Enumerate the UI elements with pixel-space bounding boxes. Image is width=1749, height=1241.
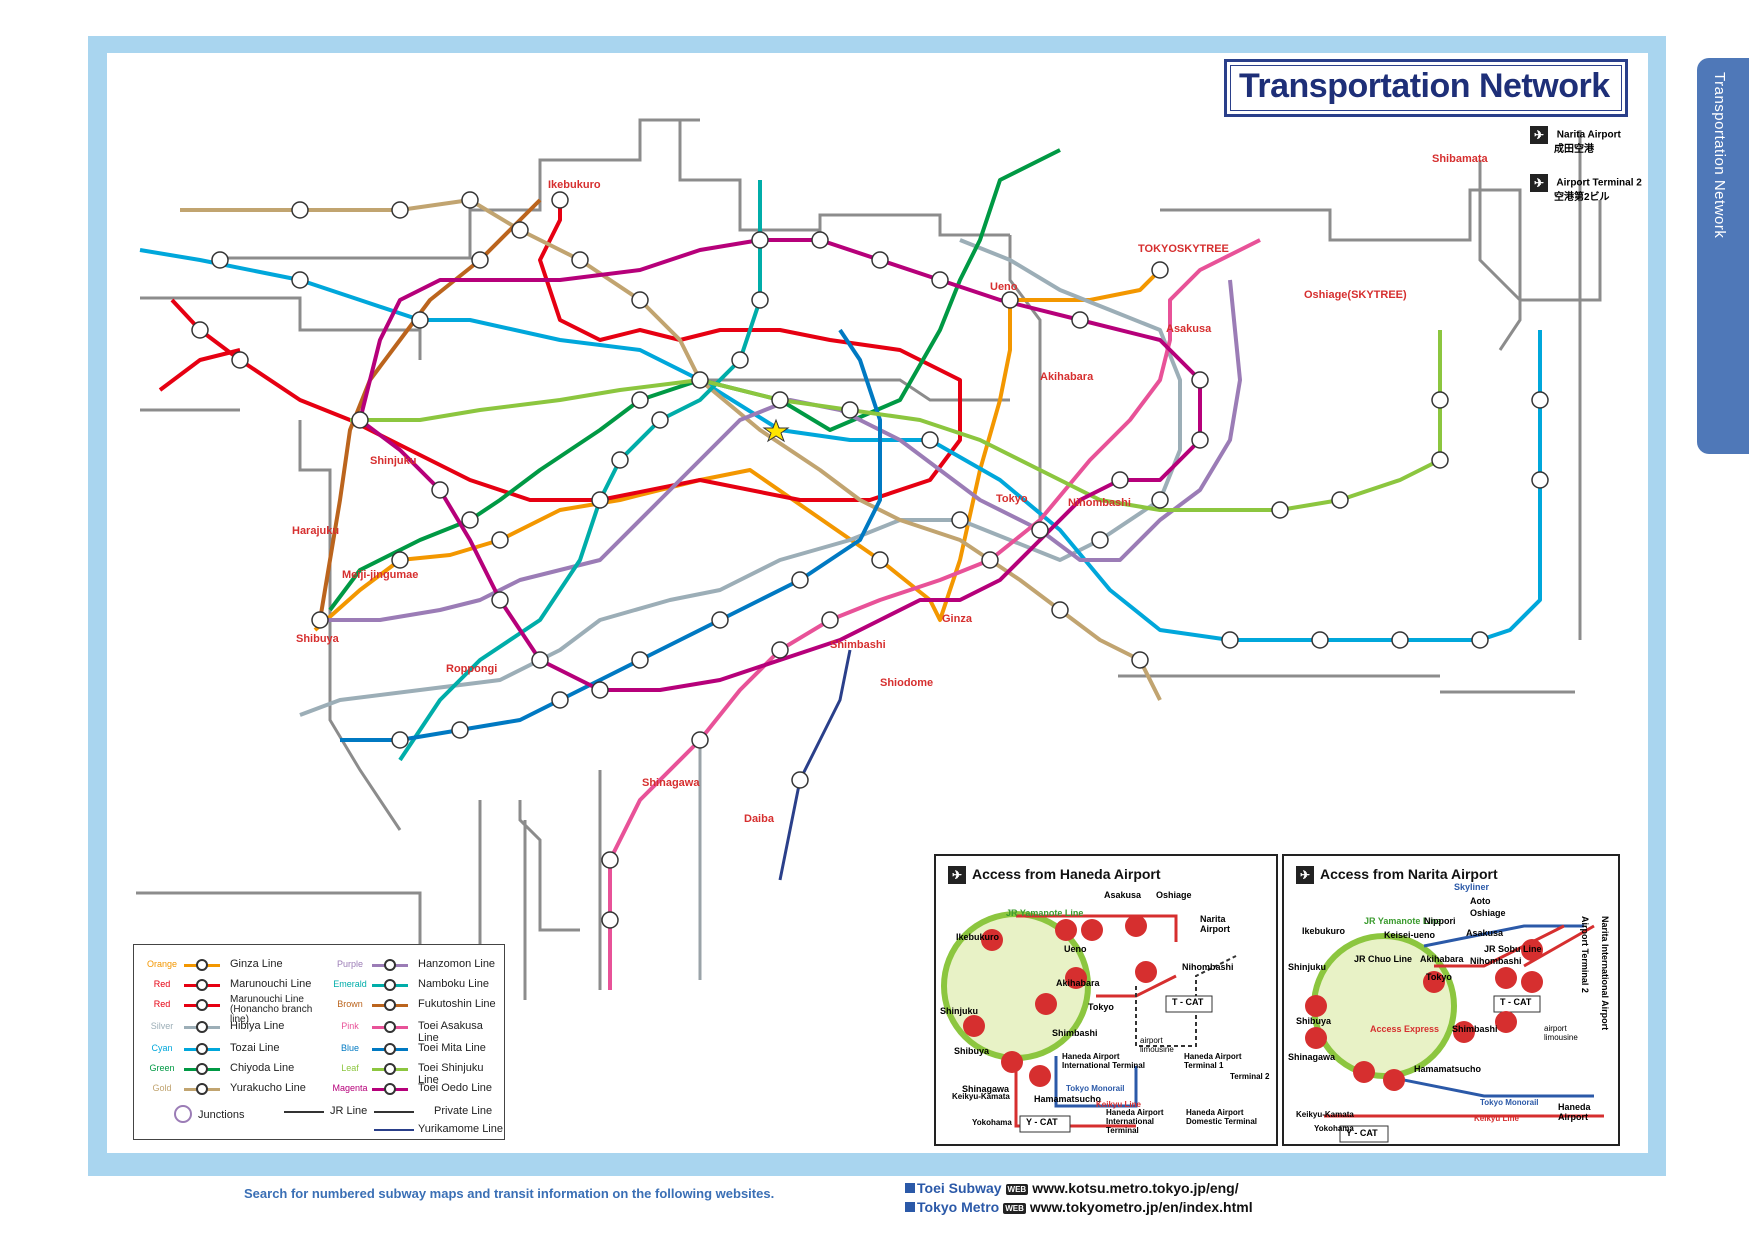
haneda-access-panel: ✈ Access from Haneda Airport JR Yamanote … — [934, 854, 1278, 1146]
label-oshiage: Oshiage(SKYTREE) — [1304, 289, 1407, 301]
label-harajuku: Harajuku — [292, 525, 339, 537]
page-title: Transportation Network — [1239, 67, 1610, 105]
plane-icon: ✈ — [948, 866, 966, 885]
stations — [191, 191, 1549, 929]
haneda-ring-label: JR Yamanote Line — [1006, 908, 1084, 918]
legend-chiyoda: Chiyoda Line — [230, 1062, 295, 1074]
plane-icon: ✈ — [1296, 866, 1314, 885]
label-ginza: Ginza — [942, 613, 973, 625]
label-daiba: Daiba — [744, 813, 775, 825]
plane-icon: ✈ — [1530, 174, 1548, 192]
legend-junctions: Junctions — [198, 1109, 245, 1121]
label-asakusa: Asakusa — [1166, 323, 1212, 335]
current-location-star-icon — [762, 418, 790, 443]
line-toei-shinjuku — [350, 330, 1442, 512]
legend-fukutoshin: Fukutoshin Line — [418, 998, 496, 1010]
footer-text: Search for numbered subway maps and tran… — [244, 1186, 775, 1201]
legend-jr-line: JR Line — [330, 1105, 368, 1117]
label-nihombashi: Nihombashi — [1068, 497, 1131, 509]
legend-toei-mita: Toei Mita Line — [418, 1042, 486, 1054]
line-ginza — [313, 268, 1162, 632]
side-tab[interactable]: Transportation Network — [1697, 58, 1749, 454]
legend-namboku: Namboku Line — [418, 978, 489, 990]
legend: Orange Ginza Line Red Marunouchi Line Re… — [133, 944, 505, 1140]
legend-hibiya: Hibiya Line — [230, 1020, 285, 1032]
metro-url-link[interactable]: www.tokyometro.jp/en/index.html — [1029, 1199, 1253, 1215]
legend-hanzomon: Hanzomon Line — [418, 958, 496, 970]
label-shimbashi: Shimbashi — [830, 639, 886, 651]
line-asakusa — [608, 238, 1261, 990]
narita-airport-label: ✈ Narita Airport 成田空港 — [1530, 126, 1621, 156]
legend-marunouchi-branch: Marunouchi Line (Honancho branch line) — [230, 994, 313, 1025]
legend-yurakucho: Yurakucho Line — [230, 1082, 306, 1094]
label-skytree: TOKYOSKYTREE — [1138, 243, 1229, 255]
legend-toei-asakusa: Toei Asakusa Line — [418, 1020, 483, 1044]
label-ueno: Ueno — [990, 281, 1018, 293]
legend-private-line: Private Line — [434, 1105, 493, 1117]
label-shinagawa: Shinagawa — [642, 777, 700, 789]
label-shibamata: Shibamata — [1432, 153, 1489, 165]
legend-toei-shinjuku: Toei Shinjuku Line — [418, 1062, 484, 1086]
legend-tozai: Tozai Line — [230, 1042, 280, 1054]
toei-url-link[interactable]: www.kotsu.metro.tokyo.jp/eng/ — [1032, 1180, 1239, 1196]
plane-icon: ✈ — [1530, 126, 1548, 144]
junction-icon — [174, 1105, 192, 1123]
legend-marunouchi: Marunouchi Line — [230, 978, 312, 990]
narita-header: Access from Narita Airport — [1320, 866, 1498, 882]
airport-t2-label: ✈ Airport Terminal 2 空港第2ビル — [1530, 174, 1642, 204]
narita-access-panel: ✈Access from Narita Airport JR Yamanote … — [1282, 854, 1620, 1146]
line-yurikamome — [778, 649, 852, 881]
haneda-header: Access from Haneda Airport — [972, 866, 1161, 882]
label-roppongi: Roppongi — [446, 663, 497, 675]
label-meiji-jingumae: Meiji-jingumae — [342, 569, 418, 581]
jr-lines — [136, 118, 1602, 1000]
label-ikebukuro: Ikebukuro — [548, 179, 601, 191]
legend-toei-oedo: Toei Oedo Line — [418, 1082, 492, 1094]
line-marunouchi-branch — [158, 348, 241, 392]
title-box: Transportation Network — [1224, 59, 1628, 117]
legend-ginza: Ginza Line — [230, 958, 283, 970]
label-shiodome: Shiodome — [880, 677, 933, 689]
label-shinjuku: Shinjuku — [370, 455, 416, 467]
label-shibuya: Shibuya — [296, 633, 340, 645]
label-akihabara: Akihabara — [1040, 371, 1094, 383]
legend-yurikamome-line: Yurikamome Line — [418, 1123, 503, 1135]
line-fukutoshin — [318, 198, 542, 621]
major-station-labels: Ikebukuro Shinjuku Harajuku Meiji-jingum… — [292, 153, 1489, 825]
side-tab-label: Transportation Network — [1711, 72, 1728, 239]
label-tokyo: Tokyo — [996, 493, 1028, 505]
